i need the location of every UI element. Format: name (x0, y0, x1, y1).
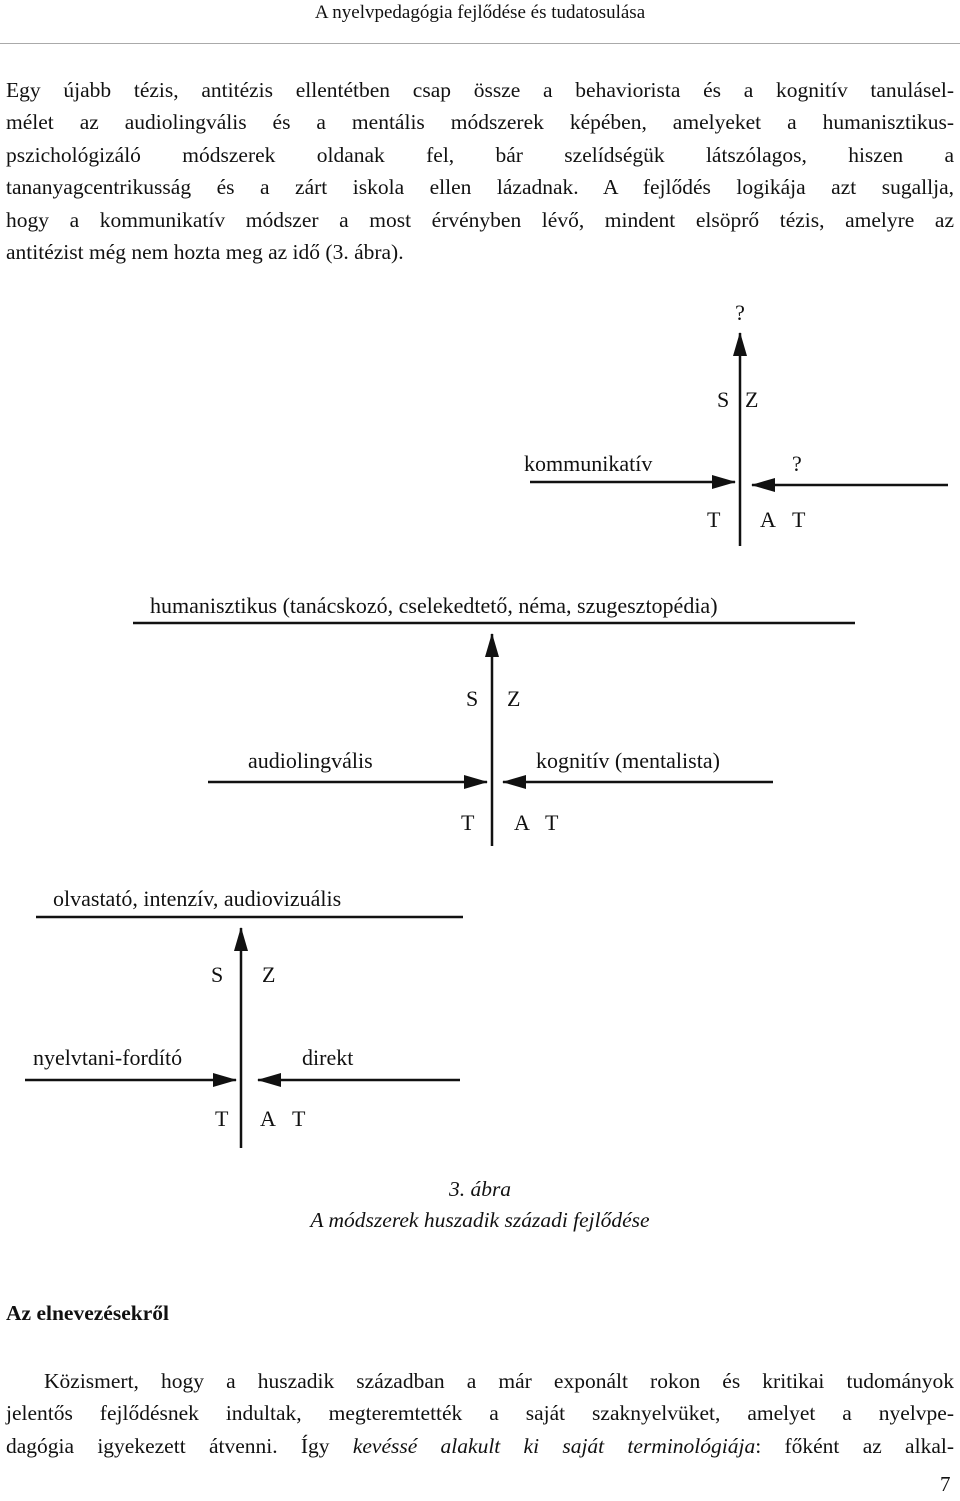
antithesis-label-1: direkt (302, 1045, 353, 1070)
figure-title: A módszerek huszadik századi fejlődése (310, 1208, 650, 1232)
line-text: : főként az alkal- (755, 1433, 954, 1458)
paragraph-line: antitézist még nem hozta meg az idő (3. … (6, 240, 404, 265)
s-label-1: S (211, 962, 223, 987)
paragraph-line: hogy a kommunikatív módszer a most érvén… (6, 207, 954, 232)
paragraph-line: tananyagcentrikusság és a zárt iskola el… (6, 175, 954, 200)
t-label-1a: T (215, 1106, 229, 1131)
antithesis-label-2: kognitív (mentalista) (536, 748, 720, 773)
emphasis-text: kevéssé alakult ki saját terminológiája (352, 1433, 756, 1458)
intro-paragraph: Egy újabb tézis, antitézis ellentétben c… (6, 74, 954, 268)
a-label-2: A (514, 810, 530, 835)
z-label-1: Z (262, 962, 275, 987)
t-label-4a: T (707, 507, 721, 532)
paragraph-line: Közismert, hogy a huszadik században a m… (44, 1369, 954, 1393)
header-rule (0, 43, 960, 44)
page-number: 7 (940, 1472, 951, 1496)
paragraph-line: dagógia igyekezett átvenni. Így kevéssé … (6, 1430, 954, 1462)
paragraph-line: jelentős fejlődésnek indultak, megteremt… (6, 1401, 954, 1426)
s-label-2: S (466, 686, 478, 711)
section-heading: Az elnevezésekről (6, 1301, 169, 1325)
thesis-label-4: kommunikatív (524, 451, 652, 476)
line-text: dagógia igyekezett átvenni. Így (6, 1433, 353, 1458)
thesis-label-1: nyelvtani-fordító (33, 1045, 182, 1070)
t-label-4b: T (792, 507, 806, 532)
antithesis-label-4: ? (792, 451, 802, 476)
body-paragraph: Közismert, hogy a huszadik században a m… (6, 1365, 954, 1462)
running-header: A nyelvpedagógia fejlődése és tudatosulá… (314, 2, 646, 23)
paragraph-line: Egy újabb tézis, antitézis ellentétben c… (6, 78, 954, 102)
thesis-label-2: audiolingvális (248, 748, 373, 773)
s-label-4: S (717, 387, 729, 412)
z-label-4: Z (745, 387, 758, 412)
figure-number: 3. ábra (448, 1177, 512, 1201)
paragraph-line: mélet az audiolingvális és a mentális mó… (6, 110, 954, 135)
z-label-2: Z (507, 686, 520, 711)
synthesis-label-3: humanisztikus (tanácskozó, cselekedtető,… (150, 593, 718, 618)
synthesis-label-2: olvastató, intenzív, audiovizuális (53, 886, 341, 911)
question-mark-top: ? (735, 300, 745, 325)
t-label-2b: T (545, 810, 559, 835)
a-label-4: A (760, 507, 776, 532)
t-label-2a: T (461, 810, 475, 835)
t-label-1b: T (292, 1106, 306, 1131)
paragraph-line: pszichológizáló módszerek oldanak fel, b… (6, 142, 954, 167)
a-label-1: A (260, 1106, 276, 1131)
